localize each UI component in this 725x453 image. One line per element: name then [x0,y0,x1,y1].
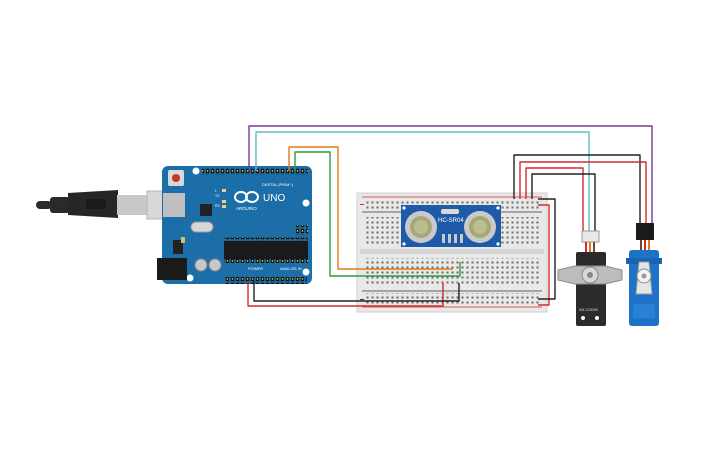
wire-black-servo-r [513,154,641,224]
analog-label: ANALOG IN [280,266,302,271]
arduino-brand: ARDUINO [236,206,257,211]
wire-red-servo-l [525,167,584,232]
arduino-logo [234,191,259,203]
wires [247,125,653,307]
tx-label: TX [215,194,220,198]
wire-purple [248,125,653,224]
power-jack[interactable] [157,258,187,280]
arduino-uno-board[interactable]: UNO ARDUINO DIGITAL (PWM~) POWER ANALOG … [157,166,312,284]
transducer-left [405,211,437,243]
wire-green [294,151,461,277]
l-label: L [215,189,217,193]
hc-sr04-sensor[interactable]: HC-SR04 [401,205,501,247]
servo-left[interactable]: SM-S2309S [557,230,623,326]
transducer-right [464,211,496,243]
wire-black-servo-l [531,173,596,232]
digital-header[interactable] [202,168,308,175]
wire-black-rail [538,198,556,300]
power-analog-header[interactable] [225,277,307,284]
rx-label: RX [215,204,221,208]
digital-label: DIGITAL (PWM~) [262,182,294,187]
wire-red-rail [538,204,550,306]
wire-cyan [255,131,590,232]
wire-orange [288,146,453,270]
arduino-model: UNO [263,193,285,204]
atmega-chip [224,241,308,259]
wire-red-5v [247,281,444,307]
wire-red-servo-r [519,161,647,224]
power-label: POWER [248,266,263,271]
servo-right[interactable] [626,223,662,326]
sensor-label: HC-SR04 [438,218,464,224]
wire-black-gnd [253,281,460,302]
servo-left-label: SM-S2309S [579,308,599,312]
